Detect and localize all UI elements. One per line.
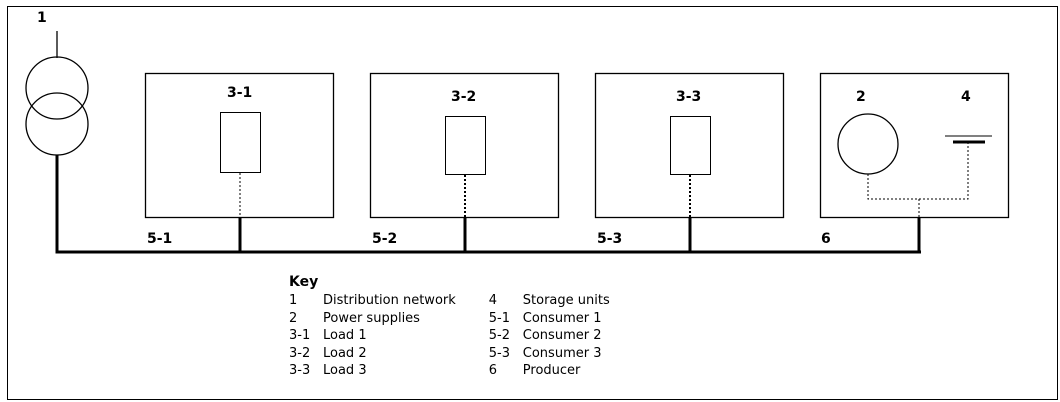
consumer-3 xyxy=(594,72,785,252)
label-power-supply: 2 xyxy=(856,89,866,105)
producer-box xyxy=(819,72,1010,219)
key-column-left: 1 Distribution network 2 Power supplies 3-… xyxy=(289,292,456,380)
consumer-2 xyxy=(369,72,560,252)
key-row: 6 Producer xyxy=(489,362,610,380)
key-text: Producer xyxy=(522,363,581,378)
label-distribution-network: 1 xyxy=(37,10,47,26)
load-2-box xyxy=(445,116,486,175)
key-code: 4 xyxy=(488,293,498,308)
key-text: Load 2 xyxy=(323,345,367,361)
producer xyxy=(819,72,1010,253)
load-1-box xyxy=(220,112,261,173)
key-code: 3-1 xyxy=(289,328,311,343)
producer-internal-connection xyxy=(867,143,969,200)
label-storage: 4 xyxy=(961,89,971,105)
key-text: Consumer 2 xyxy=(522,328,602,343)
key-text: Distribution network xyxy=(323,293,456,308)
label-load-3: 3-3 xyxy=(676,89,701,105)
storage-unit-symbol xyxy=(945,135,992,144)
key-code: 6 xyxy=(488,363,498,378)
key-text: Consumer 1 xyxy=(522,310,602,326)
key-code: 5-1 xyxy=(488,310,511,326)
label-consumer-1: 5-1 xyxy=(147,231,172,247)
diagram-key: Key 1 Distribution network 2 Power supplie… xyxy=(289,274,610,380)
load-3-box xyxy=(670,116,711,175)
key-text: Consumer 3 xyxy=(522,345,602,361)
label-consumer-2: 5-2 xyxy=(372,231,397,247)
key-text: Storage units xyxy=(522,293,610,308)
key-row: 2 Power supplies xyxy=(289,310,456,328)
label-load-1: 3-1 xyxy=(227,85,252,101)
label-consumer-3: 5-3 xyxy=(597,231,622,247)
key-code: 3-2 xyxy=(289,345,311,361)
key-text: Load 1 xyxy=(323,328,367,343)
key-code: 5-3 xyxy=(488,345,511,361)
consumer-1 xyxy=(144,72,335,252)
power-supply-symbol xyxy=(837,113,899,175)
key-text: Power supplies xyxy=(323,310,420,326)
key-title: Key xyxy=(289,274,319,290)
key-code: 1 xyxy=(289,293,298,308)
key-code: 5-2 xyxy=(488,328,511,343)
key-text: Load 3 xyxy=(323,363,367,378)
key-row: 3-1 Load 1 xyxy=(289,327,456,345)
key-row: 4 Storage units xyxy=(489,292,610,310)
key-row: 5-1 Consumer 1 xyxy=(489,310,610,328)
key-row: 1 Distribution network xyxy=(289,292,456,310)
consumer-3-box xyxy=(594,72,785,219)
key-code: 3-3 xyxy=(289,363,311,378)
key-columns: 1 Distribution network 2 Power supplies 3-… xyxy=(289,292,610,380)
transformer-coil-lower xyxy=(25,92,89,156)
consumer-2-box xyxy=(369,72,560,219)
key-row: 3-3 Load 3 xyxy=(289,362,456,380)
diagram-frame xyxy=(7,6,1058,400)
key-code: 2 xyxy=(289,310,298,326)
key-row: 5-2 Consumer 2 xyxy=(489,327,610,345)
transformer-symbol xyxy=(25,31,89,253)
transformer-coil-upper xyxy=(25,56,89,120)
label-producer: 6 xyxy=(821,231,831,247)
key-row: 5-3 Consumer 3 xyxy=(489,345,610,363)
label-load-2: 3-2 xyxy=(451,89,476,105)
key-row: 3-2 Load 2 xyxy=(289,345,456,363)
